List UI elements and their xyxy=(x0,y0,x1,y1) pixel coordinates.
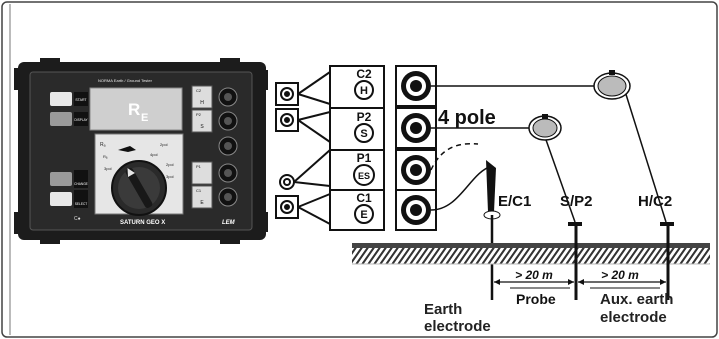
electrode-label-hc2: H/C2 xyxy=(638,193,672,210)
dial-label-4: 4pol xyxy=(150,152,158,157)
instrument-header: NORMA Earth / Ground Tester xyxy=(98,78,153,83)
select-label: SELECT xyxy=(75,202,87,206)
caption-earth-electrode: Earth electrode xyxy=(424,301,491,335)
dial-label-2: Rₐ xyxy=(103,154,108,159)
connector-labels: C2 H P2 S P1 ES C1 E xyxy=(356,67,372,221)
lead-reel-to-hc2 xyxy=(623,87,667,223)
conn-p2-bottom: S xyxy=(360,128,367,140)
dial-label-6: 2pol xyxy=(166,162,174,167)
brand-logo: LEM xyxy=(222,220,236,226)
socket-letter-e: E xyxy=(200,200,204,206)
display-symbol: R xyxy=(128,100,140,119)
distance-probe: > 20 m xyxy=(515,268,553,282)
distance-markers: > 20 m > 20 m xyxy=(494,268,666,289)
caption-earth-line2: electrode xyxy=(424,318,491,335)
caption-aux-line1: Aux. earth xyxy=(600,291,673,308)
aux-electrode-hc2 xyxy=(660,222,674,300)
conn-p2-top: P2 xyxy=(357,110,372,124)
test-leads xyxy=(430,85,667,223)
dial-label-1: Rₐ xyxy=(100,142,106,148)
probe-sp2 xyxy=(568,222,582,300)
zone-probe: Probe xyxy=(516,291,556,307)
conn-p1-bottom: ES xyxy=(358,171,370,181)
socket-label-p2: P2 xyxy=(196,112,202,117)
dial-label-5: 3pol xyxy=(104,166,112,171)
change-button[interactable] xyxy=(74,170,88,188)
plug-mark: C● xyxy=(74,216,81,222)
mode-label: 4 pole xyxy=(438,107,496,129)
caption-aux-line2: electrode xyxy=(600,309,667,326)
model-name: SATURN GEO X xyxy=(120,220,165,226)
cable-reel-h xyxy=(593,70,631,100)
electrode-label-sp2: S/P2 xyxy=(560,193,593,210)
earth-tester-instrument: NORMA Earth / Ground Tester R E START DI… xyxy=(14,58,268,244)
distance-aux: > 20 m xyxy=(601,268,639,282)
start-button-cap[interactable] xyxy=(50,92,72,106)
change-button-cap[interactable] xyxy=(50,172,72,186)
electrode-label-ec1: E/C1 xyxy=(498,193,531,210)
rotary-selector-dial[interactable] xyxy=(111,160,167,216)
big-sockets xyxy=(401,71,431,225)
connector-schematic xyxy=(275,65,437,231)
socket-label-c2: C2 xyxy=(196,88,202,93)
caption-earth-line1: Earth xyxy=(424,301,462,318)
dial-label-7: 3pol xyxy=(166,174,174,179)
instrument-sockets: C2 H P2 S P1 C1 E xyxy=(191,85,238,209)
select-button-cap[interactable] xyxy=(50,192,72,206)
lead-reel-to-sp2 xyxy=(544,136,576,223)
start-label: START xyxy=(75,98,87,102)
display-button-cap[interactable] xyxy=(50,112,72,126)
lcd-display xyxy=(89,87,183,131)
select-button[interactable] xyxy=(74,190,88,208)
caption-aux-electrode: Aux. earth electrode xyxy=(600,291,673,326)
start-button[interactable] xyxy=(74,92,88,106)
conn-c1-bottom: E xyxy=(360,209,367,221)
lead-es-dashed xyxy=(430,142,479,171)
cable-reel-s xyxy=(528,114,562,141)
socket-letter-h: H xyxy=(200,100,204,106)
ground-surface xyxy=(352,243,710,265)
socket-label-p1: P1 xyxy=(196,164,202,169)
clamp-icon xyxy=(118,146,136,152)
change-label: CHANGE xyxy=(74,182,88,186)
display-subscript: E xyxy=(141,112,148,124)
conn-c2-top: C2 xyxy=(356,67,372,81)
earth-electrode-clip xyxy=(483,160,501,300)
conn-p1-top: P1 xyxy=(357,151,372,165)
conn-c1-top: C1 xyxy=(356,191,372,205)
dial-mode-labels: Rₐ Rₐ 2pol 4pol 3pol 2pol 3pol xyxy=(100,142,174,179)
socket-label-c1: C1 xyxy=(196,188,202,193)
conn-c2-bottom: H xyxy=(360,85,368,97)
display-label: DISPLAY xyxy=(74,118,88,122)
lead-e-to-clip xyxy=(430,165,493,211)
dial-label-3: 2pol xyxy=(160,142,168,147)
display-button[interactable] xyxy=(74,112,88,126)
socket-letter-s: S xyxy=(200,124,204,130)
